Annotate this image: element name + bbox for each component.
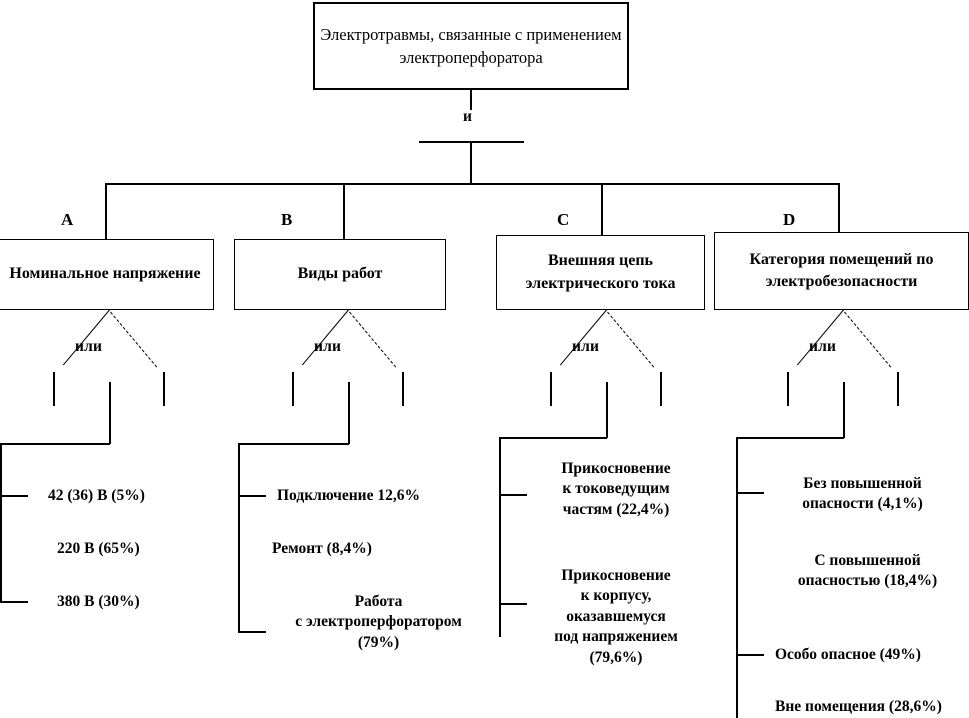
bracket-b-tick-3 [238,631,266,633]
leaf-a-3: 380 В (30%) [57,593,140,610]
branch-letter-d: D [783,210,796,229]
factor-label-c: Внешняя цепь электрического тока [525,252,676,292]
factor-box-d: Категория помещений по электробезопаснос… [714,232,969,310]
bracket-b-spine [238,443,240,633]
leaf-d-2: С повышенной опасностью (18,4%) [797,552,938,590]
branch-letter-a: A [61,210,74,229]
or-gate-b-label: или [314,338,342,355]
or-gate-c-leg-left [550,372,552,406]
branch-drop-a [105,183,107,239]
or-gate-c-output [606,382,608,438]
or-gate-b-output [348,382,350,444]
factor-box-c: Внешняя цепь электрического тока [496,235,705,310]
bracket-c-spine [499,437,501,637]
bracket-c-tick-1 [499,494,527,496]
or-gate-d-right-edge [844,311,892,368]
bracket-d-feed [736,437,844,439]
leaf-b-2: Ремонт (8,4%) [272,540,372,557]
branch-letter-b: B [281,210,293,229]
leaf-c-2: Прикосновение к корпусу, оказавшемуся по… [554,567,678,666]
leaf-a-1: 42 (36) В (5%) [48,487,145,504]
bracket-d-spine [736,437,738,718]
or-gate-a-label: или [75,338,103,355]
or-gate-d-label: или [809,338,837,355]
bracket-a-tick-1 [0,495,28,497]
branch-drop-b [343,183,345,239]
leaf-d-1: Без повышенной опасности (4,1%) [802,475,923,513]
bracket-c-feed [499,437,607,439]
bracket-b-feed [238,443,349,445]
root-stem-upper [470,90,472,110]
or-gate-b-right-edge [349,311,397,368]
bracket-c-tick-2 [499,603,527,605]
or-gate-d-leg-right [897,372,899,406]
bracket-d-tick-3 [736,654,764,656]
or-gate-a-output [109,382,111,444]
bracket-a-tick-3 [0,601,28,603]
or-gate-d-leg-left [787,372,789,406]
bracket-b-tick-1 [238,495,266,497]
factor-label-d: Категория помещений по электробезопаснос… [749,250,934,290]
leaf-d-4: Вне помещения (28,6%) [775,698,942,715]
or-gate-c-label: или [572,338,600,355]
or-gate-a-leg-left [53,372,55,406]
or-gate-a-leg-right [163,372,165,406]
or-gate-b-leg-right [402,372,404,406]
factor-box-b: Виды работ [234,239,446,310]
or-gate-b-leg-left [292,372,294,406]
leaf-c-1: Прикосновение к токоведущим частям (22,4… [561,460,671,518]
branch-letter-c: C [557,210,570,229]
root-gate-label: и [463,108,473,125]
top-event-label: Электротравмы, связанные с применением э… [320,24,622,67]
branch-drop-d [838,183,840,232]
leaf-b-1: Подключение 12,6% [277,487,420,504]
leaf-d-3: Особо опасное (49%) [775,646,921,663]
factor-box-a: Номинальное напряжение [0,239,214,310]
branch-drop-c [601,183,603,235]
bracket-d-tick-1 [736,492,764,494]
bracket-a-feed [0,443,110,445]
or-gate-c-leg-right [660,372,662,406]
top-event-box: Электротравмы, связанные с применением э… [313,2,629,90]
factor-label-b: Виды работ [297,265,383,283]
or-gate-d-output [843,382,845,438]
leaf-a-2: 220 В (65%) [57,540,140,557]
root-stem-lower [470,141,472,184]
factor-label-a: Номинальное напряжение [9,265,201,283]
distribution-bar [105,183,839,185]
bracket-a-spine [0,443,2,603]
leaf-b-3: Работа с электроперфоратором (79%) [295,593,462,651]
or-gate-c-right-edge [607,311,655,368]
or-gate-a-right-edge [110,311,158,368]
